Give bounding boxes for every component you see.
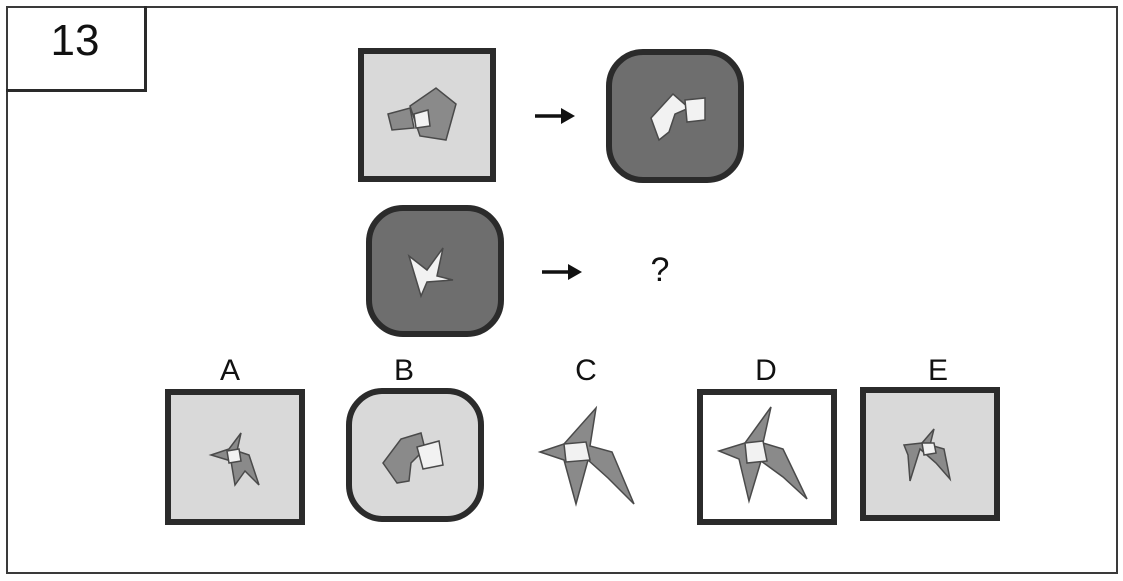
unknown-answer-mark: ? [645,252,675,288]
option-e-label: E [908,356,968,386]
option-b-tile[interactable] [345,387,485,523]
example-source-tile [358,48,496,182]
option-b-label: B [374,356,434,386]
option-d-label: D [736,356,796,386]
arrow-right-icon [540,262,584,282]
option-e-tile[interactable] [860,387,1000,521]
option-d-tile[interactable] [697,389,837,525]
option-c-tile[interactable] [530,400,640,510]
option-c-label: C [556,356,616,386]
option-a-tile[interactable] [165,389,305,525]
option-a-label: A [200,356,260,386]
example-result-tile [605,48,745,184]
query-source-tile [365,204,505,338]
arrow-right-icon [533,106,577,126]
question-number: 13 [6,6,147,92]
